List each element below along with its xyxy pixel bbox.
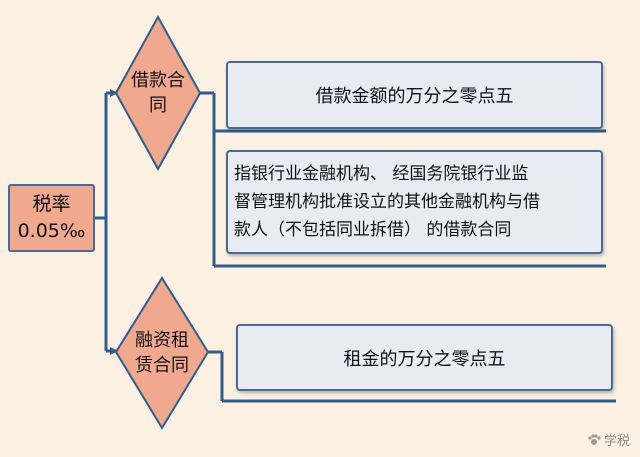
diamond-lease-line1: 融资租	[135, 330, 189, 351]
tax-rate-label: 税率	[32, 193, 71, 215]
tax-rate-value: 0.05‰	[17, 220, 86, 242]
diamond-bottom-shape	[114, 276, 210, 430]
diamond-loan-line1: 借款合	[131, 70, 185, 91]
tax-rate-root: 税率 0.05‰	[8, 184, 95, 252]
lease-rate-box: 租金的万分之零点五	[236, 324, 613, 391]
diamond-loan-line2: 同	[149, 95, 167, 116]
watermark: 学税	[587, 430, 630, 449]
paw-icon	[588, 433, 601, 445]
watermark-text: 学税	[603, 434, 630, 449]
loan-rate-box: 借款金额的万分之零点五	[226, 61, 603, 129]
diamond-lease-contract: 融资租 赁合同	[116, 278, 208, 428]
lease-rate-text: 租金的万分之零点五	[343, 348, 506, 370]
loan-scope-box: 指银行业金融机构、 经国务院银行业监 督管理机构批准设立的其他金融机构与借 款人…	[226, 150, 603, 254]
loan-scope-line2: 督管理机构批准设立的其他金融机构与借	[234, 192, 540, 212]
loan-rate-text: 借款金额的万分之零点五	[315, 86, 514, 107]
loan-scope-line3: 款人（不包括同业拆借） 的借款合同	[234, 220, 512, 240]
diamond-lease-line2: 赁合同	[135, 355, 189, 376]
loan-scope-line1: 指银行业金融机构、 经国务院银行业监	[234, 164, 529, 184]
diamond-loan-contract: 借款合 同	[116, 17, 200, 169]
diamond-top-shape	[114, 14, 202, 172]
